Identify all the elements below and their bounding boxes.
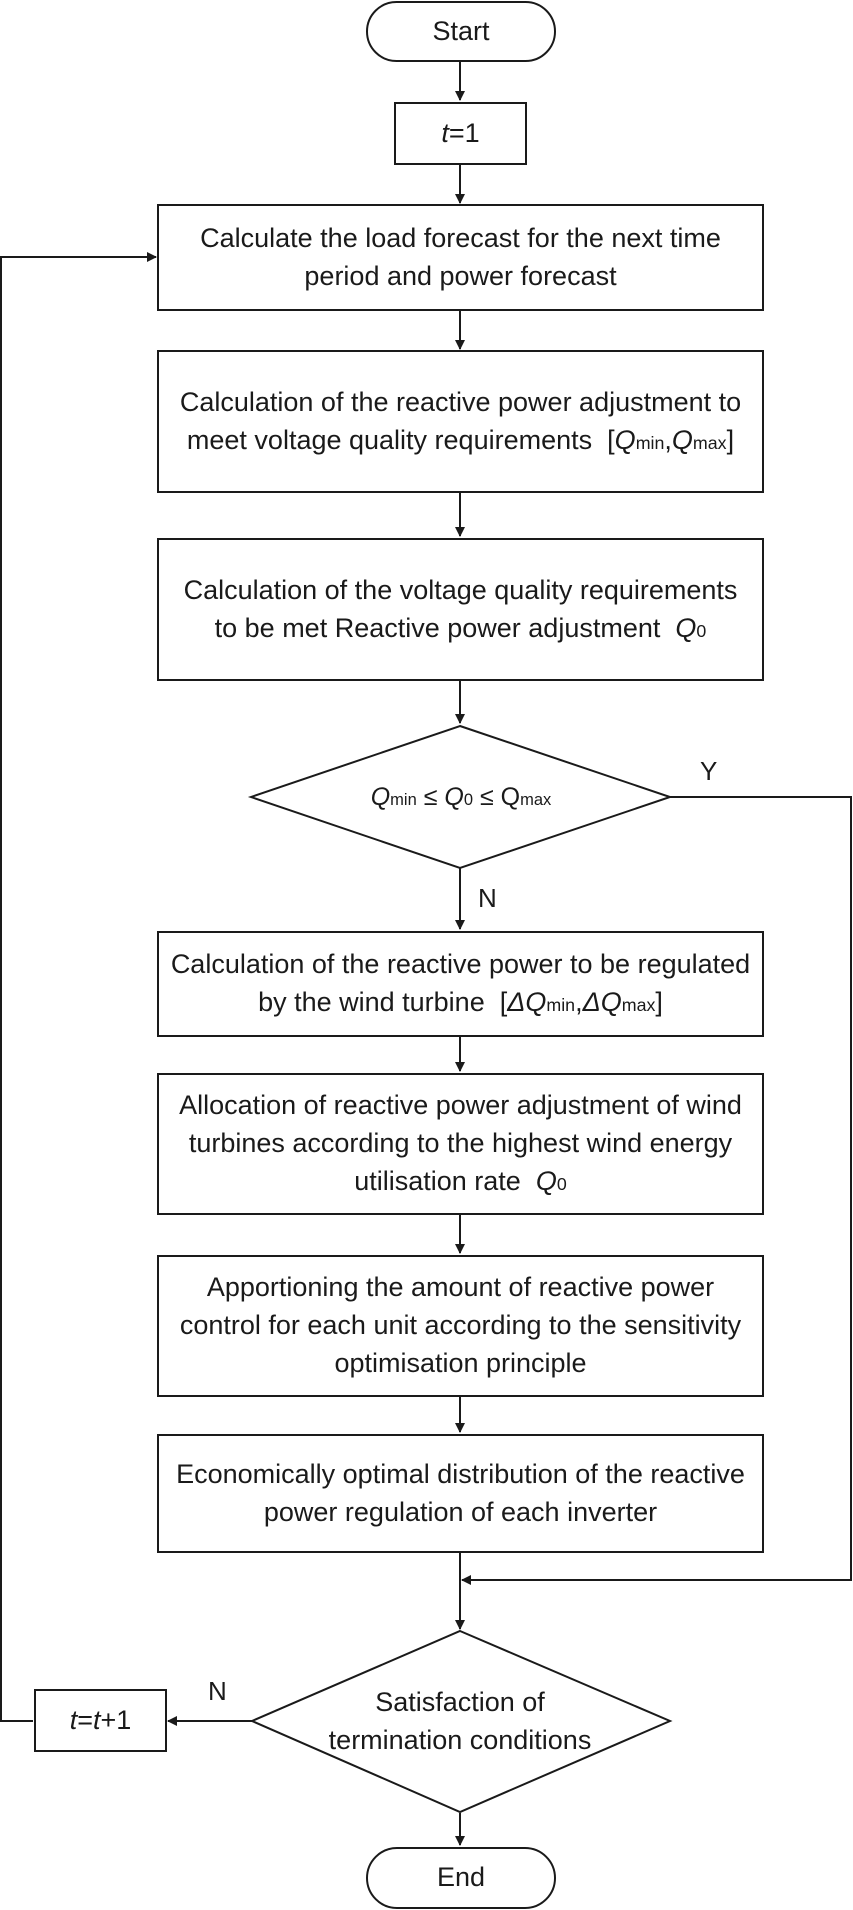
arrow-check-yes-bypass <box>461 796 852 1585</box>
end-terminal: End <box>366 1847 556 1909</box>
decision-q0-no-label: N <box>478 883 497 913</box>
q0-expression: Q0 <box>675 612 707 643</box>
start-terminal: Start <box>366 1 556 62</box>
reactive-q0-label: Calculation of the voltage quality requi… <box>183 574 738 643</box>
forecast-label: Calculate the load forecast for the next… <box>200 222 721 291</box>
wind-turbine-box: Calculation of the reactive power to be … <box>157 931 764 1037</box>
wind-turbine-label: Calculation of the reactive power to be … <box>170 949 751 1017</box>
reactive-q0-box: Calculation of the voltage quality requi… <box>157 538 764 681</box>
decision-termination-no-label: N <box>208 1676 227 1706</box>
economic-label: Economically optimal distribution of the… <box>176 1458 745 1527</box>
decision-q0-yes-label: Y <box>700 756 718 786</box>
delta-range-expression: [ΔQmin,ΔQmax] <box>499 987 663 1017</box>
end-label: End <box>436 1862 486 1893</box>
allocation-label: Allocation of reactive power adjustment … <box>179 1090 742 1196</box>
t-init-label: t=1 <box>441 117 480 148</box>
decision-q0-range-label: Qmin ≤ Q0 ≤ Qmax <box>370 782 552 811</box>
t-init-box: t=1 <box>394 102 527 165</box>
decision-diamond-termination-shape <box>249 1629 673 1814</box>
arrow-t-update-loop-back <box>0 252 157 1722</box>
forecast-box: Calculate the load forecast for the next… <box>157 204 764 311</box>
decision-diamond-q0-range-shape <box>247 724 674 870</box>
reactive-range-label: Calculation of the reactive power adjust… <box>179 386 742 455</box>
decision-termination: Satisfaction of termination conditions <box>300 1677 620 1767</box>
economic-box: Economically optimal distribution of the… <box>157 1434 764 1553</box>
apportion-label: Apportioning the amount of reactive powe… <box>179 1272 742 1378</box>
decision-termination-label: Satisfaction of termination conditions <box>328 1687 592 1755</box>
allocation-box: Allocation of reactive power adjustment … <box>157 1073 764 1215</box>
decision-q0-range: Qmin ≤ Q0 ≤ Qmax <box>331 767 591 827</box>
apportion-box: Apportioning the amount of reactive powe… <box>157 1255 764 1397</box>
start-label: Start <box>432 15 490 46</box>
t-update-label: t=t+1 <box>69 1704 132 1735</box>
t-update-box: t=t+1 <box>34 1689 167 1752</box>
reactive-range-box: Calculation of the reactive power adjust… <box>157 350 764 493</box>
allocation-q0-expression: Q0 <box>535 1165 567 1196</box>
range-expression: [Qmin,Qmax] <box>607 424 735 455</box>
